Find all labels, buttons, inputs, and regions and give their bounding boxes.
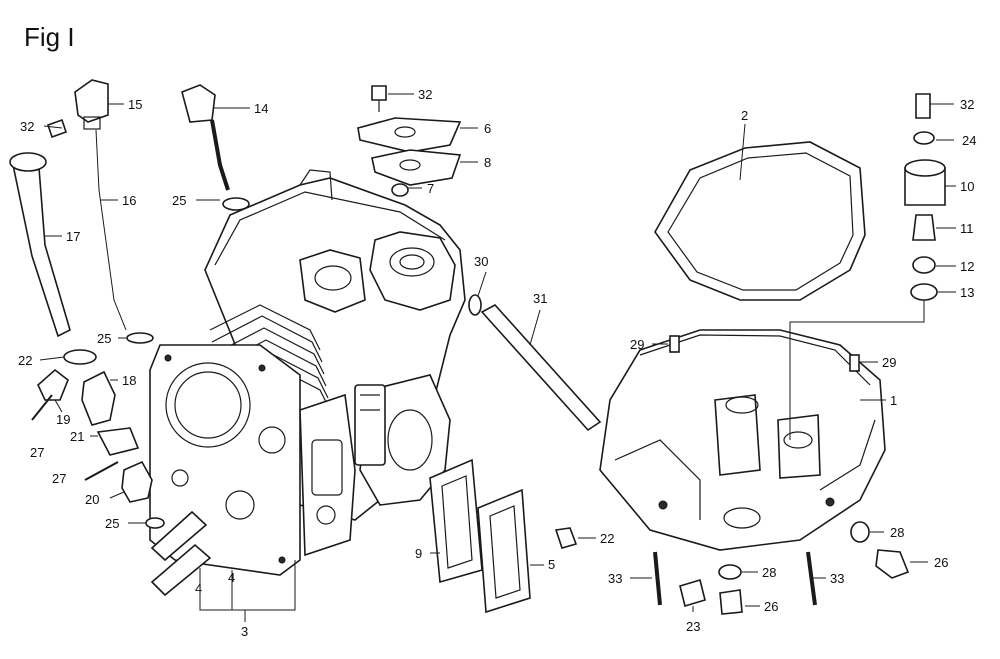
label-18: 18 xyxy=(122,373,136,388)
o-ring-7 xyxy=(391,183,409,197)
drain-bolt-23 xyxy=(679,578,706,608)
bolt-32-right xyxy=(915,93,931,119)
washer-28-bottom xyxy=(718,564,742,580)
screw-27-upper xyxy=(31,394,53,421)
breather-tube xyxy=(9,152,71,338)
clamp-19 xyxy=(37,368,69,401)
label-11: 11 xyxy=(960,221,974,236)
label-25-low: 25 xyxy=(105,516,119,531)
crankcase-gasket xyxy=(654,141,866,301)
grommet-30 xyxy=(468,294,482,316)
fuel-hose-31 xyxy=(480,303,602,432)
dowel-pin-lower xyxy=(150,543,212,597)
label-5: 5 xyxy=(548,557,555,572)
dipstick-rod xyxy=(95,129,127,331)
side-gasket-9 xyxy=(429,458,483,584)
o-ring-25-mid xyxy=(126,332,154,344)
label-23: 23 xyxy=(686,619,700,634)
label-33-right: 33 xyxy=(830,571,844,586)
leader-lines xyxy=(39,93,956,622)
label-10: 10 xyxy=(960,179,974,194)
bolt-33-right xyxy=(806,551,817,606)
label-27-upper: 27 xyxy=(30,445,44,460)
label-30: 30 xyxy=(474,254,488,269)
label-27-lower: 27 xyxy=(52,471,66,486)
label-4-left: 4 xyxy=(195,581,202,596)
label-32-right: 32 xyxy=(960,97,974,112)
label-16: 16 xyxy=(122,193,136,208)
label-32-top: 32 xyxy=(418,87,432,102)
cylinder-block xyxy=(149,169,466,576)
washer-28-right xyxy=(850,521,870,543)
label-26-bottom: 26 xyxy=(764,599,778,614)
bolt-22-right xyxy=(554,527,578,549)
fitting-20 xyxy=(121,460,153,503)
label-28-bottom: 28 xyxy=(762,565,776,580)
side-plate-5 xyxy=(477,488,531,614)
intake-gasket-8 xyxy=(371,149,462,186)
label-26-right: 26 xyxy=(934,555,948,570)
label-25-top: 25 xyxy=(172,193,186,208)
label-25-mid: 25 xyxy=(97,331,111,346)
label-13: 13 xyxy=(960,285,974,300)
bolt-32-top xyxy=(371,85,387,101)
label-7: 7 xyxy=(427,181,434,196)
collar-11 xyxy=(912,214,936,241)
label-21: 21 xyxy=(70,429,84,444)
label-9: 9 xyxy=(415,546,422,561)
nut-12 xyxy=(912,256,936,274)
dowel-29-right xyxy=(849,354,860,372)
label-15: 15 xyxy=(128,97,142,112)
label-28-right: 28 xyxy=(890,525,904,540)
dowel-pin-upper xyxy=(150,510,208,562)
callout-labels: 1 2 3 4 4 5 6 7 8 9 10 11 12 13 14 15 16… xyxy=(18,87,976,639)
label-19: 19 xyxy=(56,412,70,427)
clamp-21 xyxy=(96,427,140,456)
label-24: 24 xyxy=(962,133,976,148)
label-17: 17 xyxy=(66,229,80,244)
intake-plate-6 xyxy=(357,117,462,153)
label-4-right: 4 xyxy=(228,570,235,585)
label-29-right: 29 xyxy=(882,355,896,370)
dipstick-shaft xyxy=(210,119,230,191)
label-29-left: 29 xyxy=(630,337,644,352)
label-14: 14 xyxy=(254,101,268,116)
oil-filler-cap xyxy=(74,79,109,130)
bolt-32-left xyxy=(46,118,68,139)
washer-24 xyxy=(913,131,935,145)
o-ring-25-top xyxy=(222,197,250,211)
label-6: 6 xyxy=(484,121,491,136)
plug-26-right xyxy=(875,549,910,579)
o-ring-25-low xyxy=(145,517,165,529)
dipstick-cap xyxy=(181,84,216,123)
plug-26-bottom xyxy=(719,589,743,615)
label-1: 1 xyxy=(890,393,897,408)
label-2: 2 xyxy=(741,108,748,123)
bolt-33-left xyxy=(653,551,662,606)
fitting-18 xyxy=(81,370,116,426)
label-3: 3 xyxy=(241,624,248,639)
label-12: 12 xyxy=(960,259,974,274)
label-22-left: 22 xyxy=(18,353,32,368)
label-20: 20 xyxy=(85,492,99,507)
dowel-29-left xyxy=(669,335,680,353)
label-33-left: 33 xyxy=(608,571,622,586)
label-8: 8 xyxy=(484,155,491,170)
label-32-left: 32 xyxy=(20,119,34,134)
label-22-right: 22 xyxy=(600,531,614,546)
label-31: 31 xyxy=(533,291,547,306)
washer-13 xyxy=(910,283,938,301)
crankcase-cover xyxy=(599,329,886,551)
figure-title: Fig I xyxy=(24,22,75,52)
hose-clamp-22 xyxy=(63,349,97,365)
screw-27-lower xyxy=(84,461,119,481)
